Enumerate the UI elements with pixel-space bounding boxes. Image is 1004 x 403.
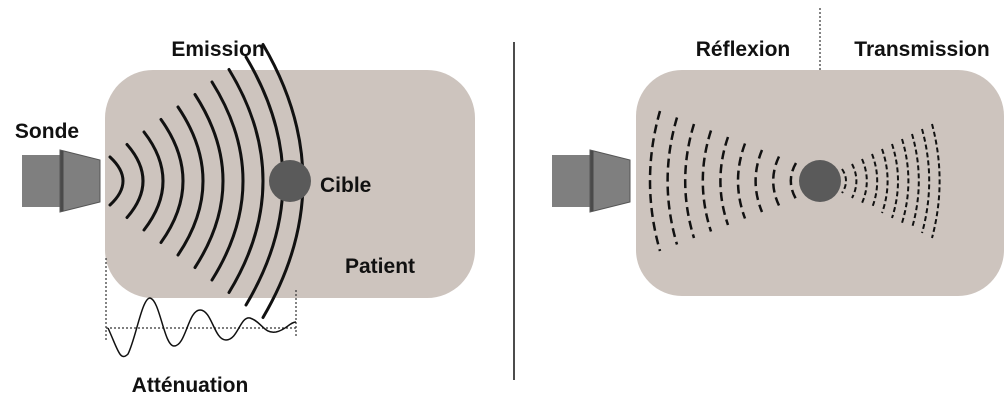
emission-wave-arc — [108, 155, 125, 207]
reflected-wave-arc — [789, 162, 798, 200]
transmitted-wave-arc — [891, 143, 899, 219]
transmitted-wave-arc — [901, 138, 910, 224]
reflected-wave-arc — [754, 149, 764, 213]
transmission-label: Transmission — [854, 38, 989, 61]
reflected-wave-arc — [736, 143, 747, 219]
emission-wave-arc — [142, 130, 165, 232]
attenuation-label: Atténuation — [132, 374, 249, 397]
cible-label: Cible — [320, 174, 371, 197]
reflected-wave-arc — [648, 110, 662, 252]
patient-label: Patient — [345, 255, 415, 278]
right-panel-reflection: Réflexion Transmission — [552, 8, 1004, 296]
sonde-label: Sonde — [15, 120, 79, 143]
reflected-wave-arc — [701, 130, 713, 232]
transmitted-wave-arc — [921, 128, 931, 234]
transmitted-wave-arcs — [841, 123, 941, 239]
target-right — [799, 160, 841, 202]
emission-wave-arc — [159, 118, 185, 244]
emission-label: Emission — [171, 38, 264, 61]
transmitted-wave-arc — [851, 163, 858, 199]
attenuation-curve — [107, 297, 297, 358]
reflected-wave-arc — [684, 123, 696, 239]
transmitted-wave-arc — [911, 133, 920, 229]
transmitted-wave-arc — [931, 123, 941, 239]
transmitted-wave-arc — [861, 158, 868, 204]
emission-wave-arc — [193, 93, 225, 269]
transmitted-wave-arc — [841, 168, 847, 194]
emission-wave-arc — [125, 143, 145, 219]
reflected-wave-arc — [771, 155, 781, 207]
attenuation-graph — [105, 258, 297, 358]
probe-left-icon — [22, 149, 101, 213]
reflected-wave-arc — [666, 117, 679, 245]
transmitted-wave-arc — [871, 153, 879, 209]
emission-wave-arc — [227, 68, 265, 294]
reflected-wave-arcs — [648, 110, 798, 252]
reflexion-label: Réflexion — [696, 38, 791, 61]
emission-wave-arc — [210, 80, 245, 282]
probe-right-icon — [552, 149, 631, 213]
reflected-wave-arc — [719, 136, 730, 226]
left-panel-emission: Emission Sonde Cible Patient Atténuation — [15, 38, 475, 397]
target-left — [269, 160, 311, 202]
emission-wave-arc — [176, 105, 205, 257]
transmitted-wave-arc — [881, 148, 889, 214]
